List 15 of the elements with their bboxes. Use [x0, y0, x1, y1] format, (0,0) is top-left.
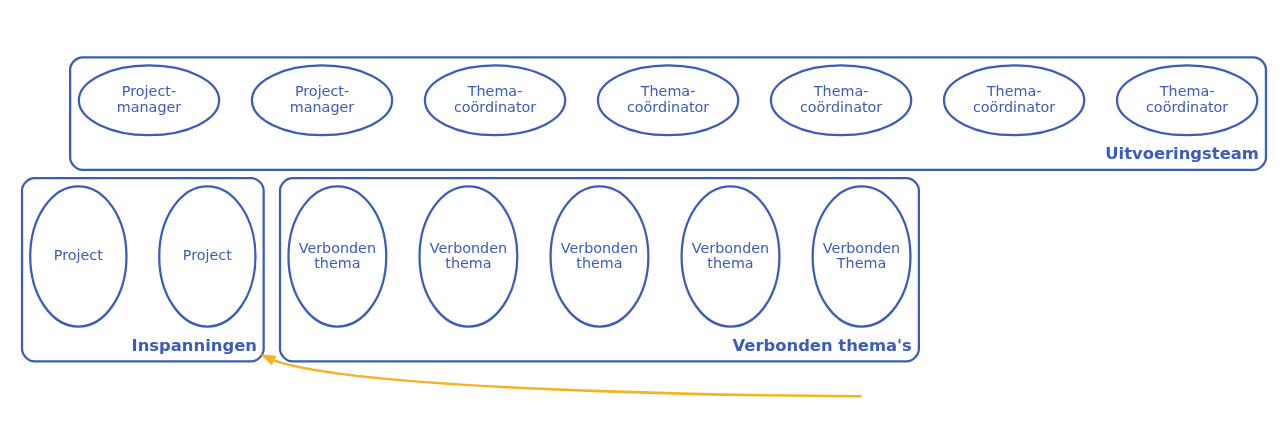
node-ellipse: Verbonden thema: [418, 184, 519, 328]
node-ellipse: Verbonden thema: [680, 184, 781, 328]
node-ellipse: Verbonden thema: [287, 184, 388, 328]
node-ellipse: Thema- coördinator: [769, 63, 913, 136]
node-ellipse: Thema- coördinator: [596, 63, 740, 136]
node-ellipse: Project- manager: [250, 63, 394, 136]
node-ellipse: Project- manager: [77, 63, 221, 136]
node-ellipse: Thema- coördinator: [423, 63, 567, 136]
arrow: [260, 353, 862, 397]
node-ellipse: Verbonden thema: [549, 184, 650, 328]
node-ellipse: Thema- coördinator: [1115, 63, 1259, 136]
node-ellipse: Thema- coördinator: [942, 63, 1086, 136]
node-ellipse: Verbonden Thema: [811, 184, 912, 328]
node-ellipse: Project: [29, 184, 128, 328]
node-ellipse: Project: [158, 184, 257, 328]
